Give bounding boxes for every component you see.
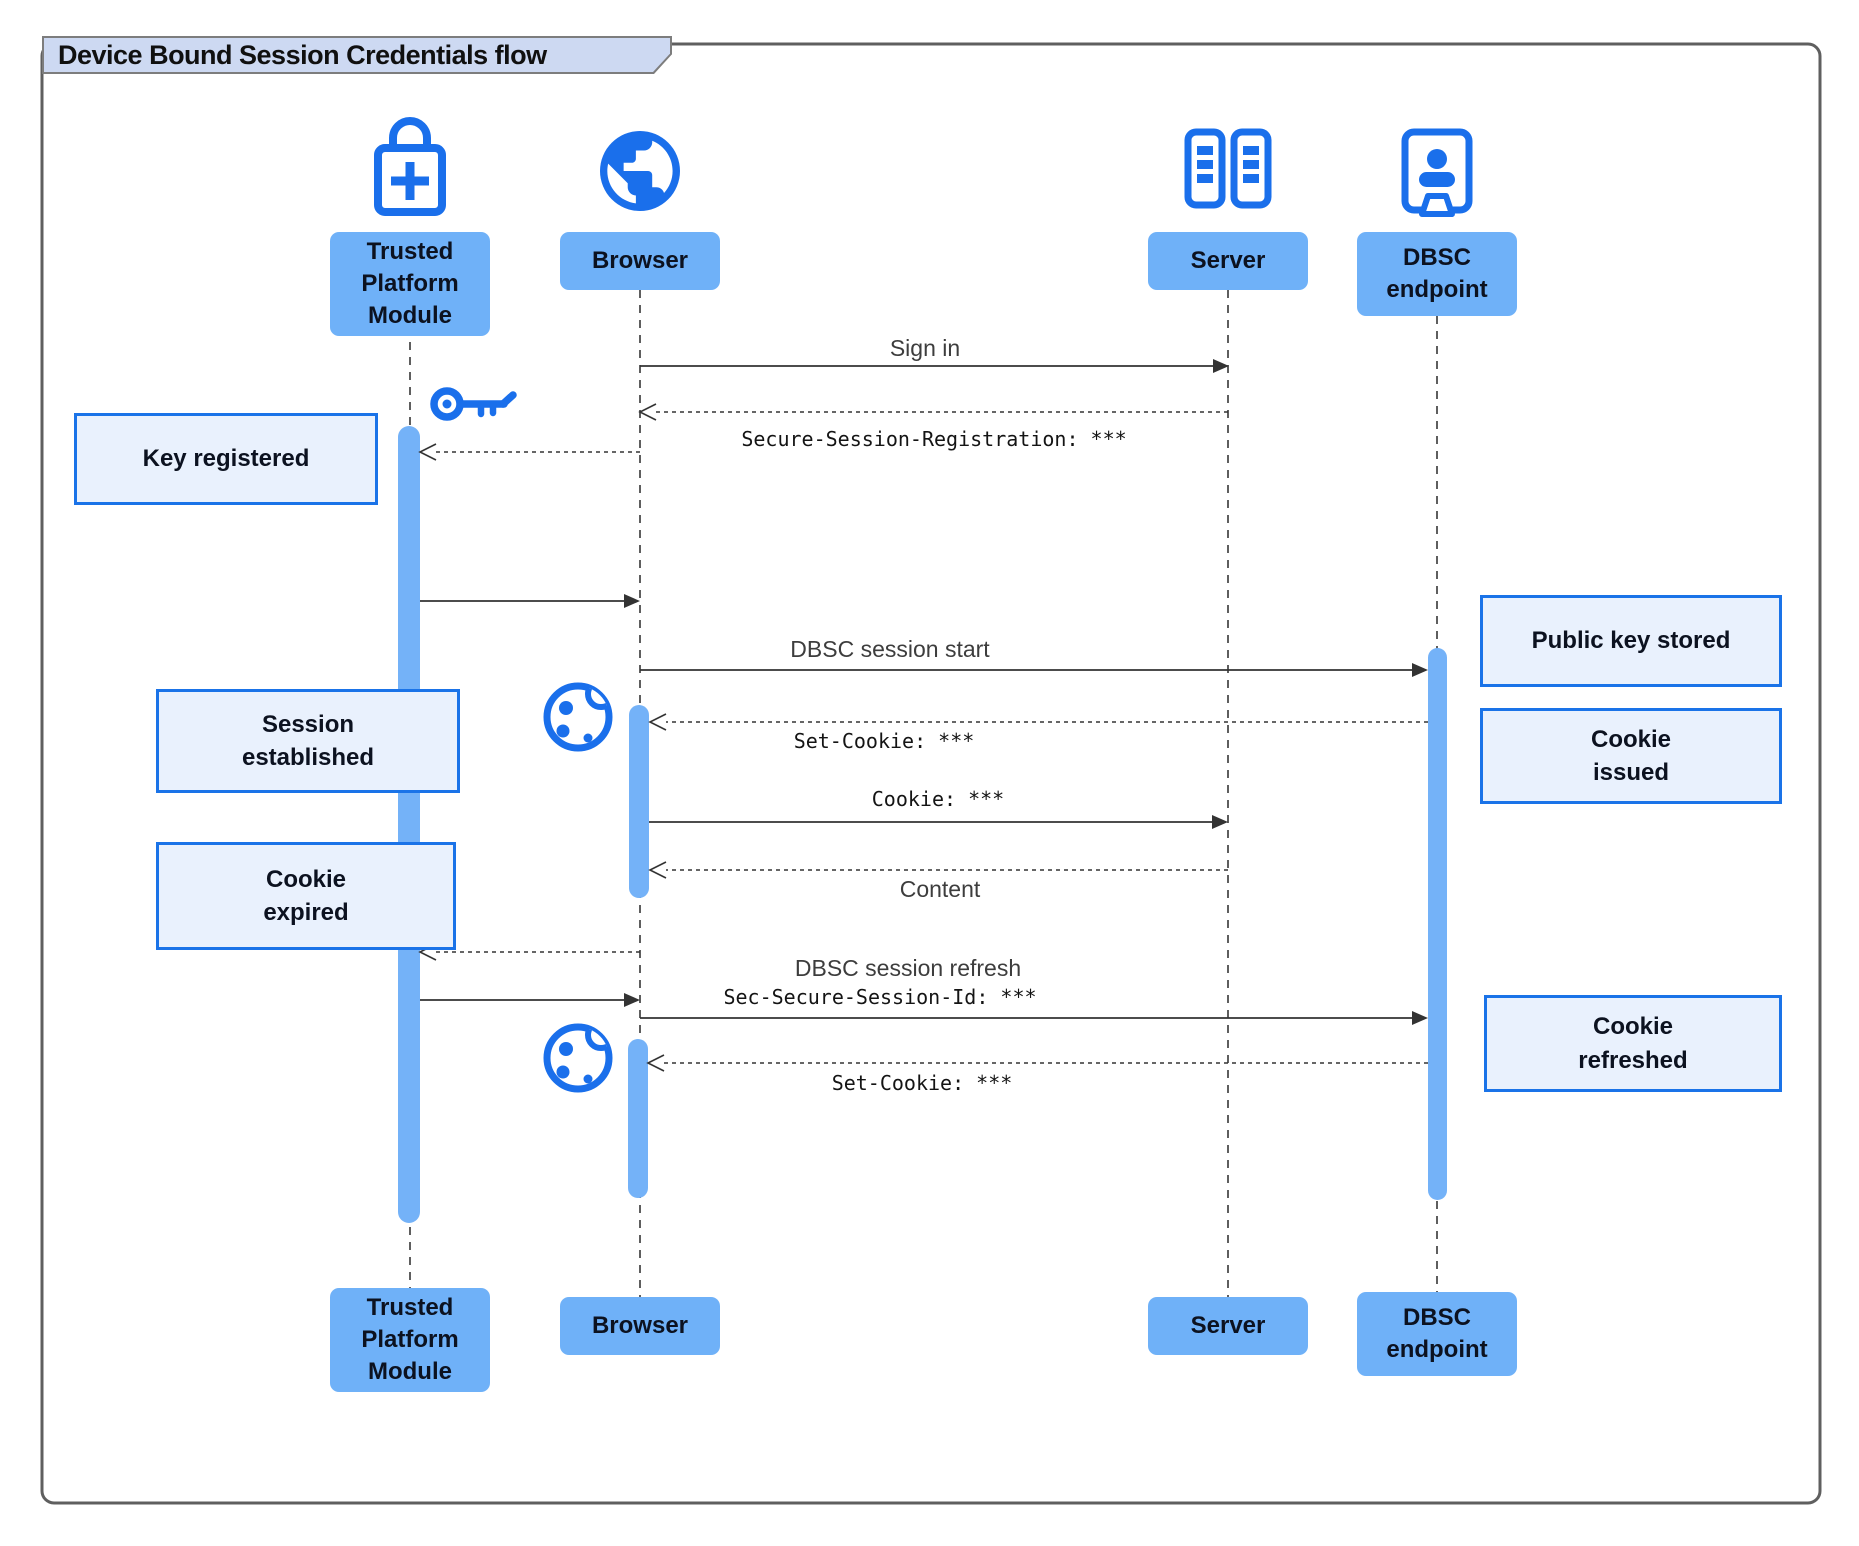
actor-label-tpm-top: Trusted Platform Module <box>330 232 490 336</box>
diagram-border <box>40 42 1822 1505</box>
message-arrows <box>418 359 1428 1072</box>
note-text: Cookie expired <box>263 865 349 926</box>
note-text: Cookie issued <box>1590 725 1671 786</box>
message-sign-in: Sign in <box>889 335 961 361</box>
server-rack-icon <box>1184 128 1272 209</box>
arrowhead-open <box>646 1054 665 1072</box>
arrowhead-open <box>648 713 667 731</box>
note-key-registered: Key registered <box>74 413 378 505</box>
diagram-title-inner: Device Bound Session Credentials flow <box>44 38 670 72</box>
actor-label-dbsc-bottom: DBSC endpoint <box>1357 1292 1517 1376</box>
arrowhead <box>1213 359 1229 373</box>
message-session-registration: Secure-Session-Registration: *** <box>741 427 1127 451</box>
note-session-established: Session established <box>156 689 460 793</box>
actor-label-text: Server <box>1190 247 1266 275</box>
actor-label-browser-top: Browser <box>560 232 720 290</box>
arrowhead-open <box>638 403 657 421</box>
activation-bar-dbsc <box>1428 648 1447 1200</box>
actor-label-text: Trusted Platform Module <box>361 238 459 329</box>
cookie-icon <box>543 1023 613 1093</box>
arrowhead <box>1412 663 1428 677</box>
note-public-key-stored: Public key stored <box>1480 595 1782 687</box>
globe-icon <box>600 131 680 211</box>
actor-label-text: Browser <box>591 1312 689 1340</box>
diagram-title: Device Bound Session Credentials flow <box>58 39 547 70</box>
note-text: Cookie refreshed <box>1578 1013 1688 1074</box>
actor-label-text: DBSC endpoint <box>1386 244 1488 303</box>
arrowhead <box>1412 1011 1428 1025</box>
arrowhead <box>624 594 640 608</box>
message-set-cookie-2: Set-Cookie: *** <box>831 1071 1013 1095</box>
message-content: Content <box>899 876 981 902</box>
arrowhead-open <box>418 443 437 461</box>
activation-bars <box>398 426 1447 1223</box>
actor-label-tpm-bottom: Trusted Platform Module <box>330 1288 490 1392</box>
activation-bar-browser-2 <box>628 1039 648 1198</box>
message-dbsc-session-refresh: DBSC session refresh <box>794 955 1022 981</box>
message-set-cookie-1: Set-Cookie: *** <box>793 729 975 753</box>
message-cookie: Cookie: *** <box>871 787 1005 811</box>
note-cookie-refreshed: Cookie refreshed <box>1484 995 1782 1092</box>
actor-label-server-top: Server <box>1148 232 1308 290</box>
lock-plus-icon <box>374 117 446 216</box>
actor-label-text: Browser <box>591 247 689 275</box>
activation-bar-browser-1 <box>629 705 649 898</box>
note-text: Public key stored <box>1531 627 1731 655</box>
door-person-icon <box>1401 128 1473 217</box>
key-icon <box>430 387 517 421</box>
actor-label-text: DBSC endpoint <box>1386 1304 1488 1363</box>
actor-label-text: Trusted Platform Module <box>361 1294 459 1385</box>
diagram-title-tab: Device Bound Session Credentials flow <box>42 36 672 74</box>
note-cookie-expired: Cookie expired <box>156 842 456 950</box>
actor-label-browser-bottom: Browser <box>560 1297 720 1355</box>
note-cookie-issued: Cookie issued <box>1480 708 1782 804</box>
note-text: Session established <box>241 710 375 771</box>
actor-label-dbsc-top: DBSC endpoint <box>1357 232 1517 316</box>
message-sec-secure-session-id: Sec-Secure-Session-Id: *** <box>723 985 1037 1009</box>
message-dbsc-session-start: DBSC session start <box>790 636 990 662</box>
note-text: Key registered <box>142 445 310 473</box>
arrowhead <box>1212 815 1228 829</box>
actor-label-text: Server <box>1190 1312 1266 1340</box>
cookie-icon <box>543 682 613 752</box>
actor-label-server-bottom: Server <box>1148 1297 1308 1355</box>
activation-bar-tpm <box>398 426 420 1223</box>
arrowhead <box>624 993 640 1007</box>
arrowhead-open <box>648 861 667 879</box>
